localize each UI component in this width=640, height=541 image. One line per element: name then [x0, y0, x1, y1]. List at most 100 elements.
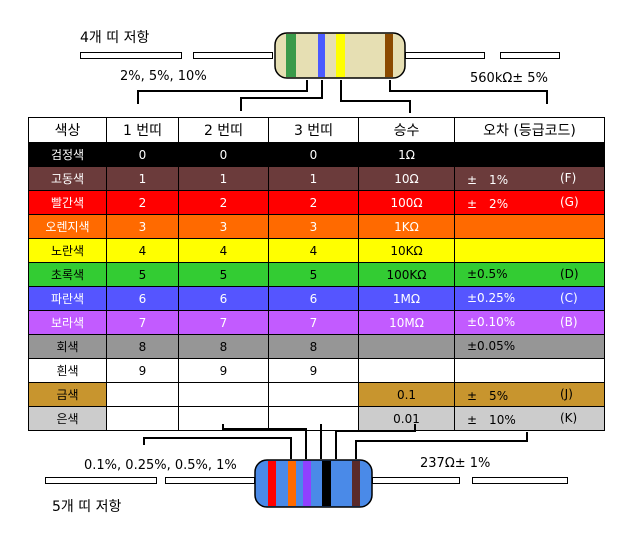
- top-conn-tol-v: [389, 80, 391, 92]
- cell-name: 보라색: [28, 310, 107, 335]
- cell-tolerance: ±0.25% (C): [454, 286, 605, 311]
- tolerance-value: ± 5%: [467, 389, 509, 403]
- bot-conn-4-v2: [414, 424, 416, 432]
- cell-d3: 1: [268, 166, 359, 191]
- tolerance-code: (C): [560, 291, 578, 305]
- header-multiplier: 승수: [358, 117, 455, 143]
- header-band1: 1 번띠: [106, 117, 179, 143]
- cell-mult: 10MΩ: [358, 310, 455, 335]
- cell-name: 고동색: [28, 166, 107, 191]
- tolerance-value: ±0.05%: [467, 339, 516, 353]
- tolerance-value: ± 1%: [467, 173, 509, 187]
- bot-conn-4-h: [335, 430, 415, 432]
- cell-d2: 2: [178, 190, 269, 215]
- bot-conn-4-v: [335, 430, 337, 459]
- cell-mult: [358, 334, 455, 359]
- cell-mult: 100KΩ: [358, 262, 455, 287]
- cell-d3: [268, 382, 359, 407]
- cell-tolerance: ±0.05%: [454, 334, 605, 359]
- tolerance-value: ± 2%: [467, 197, 509, 211]
- cell-d3: [268, 406, 359, 431]
- cell-d2: 6: [178, 286, 269, 311]
- top-right-label: 560kΩ± 5%: [470, 71, 548, 86]
- cell-tolerance: [454, 214, 605, 239]
- bot-conn-5-h: [355, 440, 527, 442]
- cell-tolerance: [454, 142, 605, 167]
- header-band3: 3 번띠: [268, 117, 359, 143]
- top-conn-left-v1: [137, 90, 139, 104]
- cell-d3: 4: [268, 238, 359, 263]
- cell-tolerance: ±0.5%(D): [454, 262, 605, 287]
- top-conn-tol-v2: [546, 90, 548, 104]
- bot-conn-2-h: [222, 428, 306, 430]
- cell-d1: [106, 406, 179, 431]
- bot-conn-1-v2: [290, 437, 292, 459]
- cell-tolerance: ±0.10% (B): [454, 310, 605, 335]
- cell-d2: 8: [178, 334, 269, 359]
- top-conn-right-v: [340, 80, 342, 102]
- cell-d3: 8: [268, 334, 359, 359]
- top-lead-inner-left: [193, 52, 273, 59]
- cell-name: 노란색: [28, 238, 107, 263]
- top-right-lead: [500, 52, 560, 59]
- cell-name: 검정색: [28, 142, 107, 167]
- top-conn-mid-h: [240, 97, 322, 99]
- cell-d1: 6: [106, 286, 179, 311]
- top-resistor: [274, 32, 406, 79]
- cell-d1: 5: [106, 262, 179, 287]
- bot-conn-2-v2: [305, 428, 307, 459]
- header-tolerance: 오차 (등급코드): [454, 117, 605, 143]
- bottom-right-lead: [472, 477, 568, 484]
- bottom-band: [288, 461, 296, 506]
- tolerance-value: ±0.10%: [467, 315, 516, 329]
- top-band: [385, 34, 393, 77]
- tolerance-code: (D): [560, 267, 579, 281]
- cell-d3: 0: [268, 142, 359, 167]
- cell-name: 빨간색: [28, 190, 107, 215]
- cell-d2: 0: [178, 142, 269, 167]
- cell-d1: 2: [106, 190, 179, 215]
- cell-tolerance: [454, 238, 605, 263]
- top-conn-left-v2: [306, 80, 308, 92]
- bottom-resistor-body: [254, 459, 373, 508]
- cell-tolerance: ± 2%(G): [454, 190, 605, 215]
- cell-mult: 10KΩ: [358, 238, 455, 263]
- top-conn-right-v2: [409, 100, 411, 113]
- top-conn-mid-v2: [321, 80, 323, 99]
- tolerance-value: ±0.25%: [467, 291, 516, 305]
- cell-tolerance: ± 10%(K): [454, 406, 605, 431]
- tolerance-value: ± 10%: [467, 413, 516, 427]
- cell-tolerance: ± 1% (F): [454, 166, 605, 191]
- cell-d3: 9: [268, 358, 359, 383]
- bottom-band: [303, 461, 311, 506]
- cell-name: 금색: [28, 382, 107, 407]
- tolerance-code: (J): [560, 387, 573, 401]
- cell-mult: 1MΩ: [358, 286, 455, 311]
- cell-tolerance: [454, 358, 605, 383]
- cell-d1: 1: [106, 166, 179, 191]
- bottom-band: [268, 461, 276, 506]
- cell-name: 흰색: [28, 358, 107, 383]
- cell-mult: 10Ω: [358, 166, 455, 191]
- cell-d3: 3: [268, 214, 359, 239]
- cell-name: 오렌지색: [28, 214, 107, 239]
- top-band: [318, 34, 325, 77]
- cell-d1: 9: [106, 358, 179, 383]
- top-band: [336, 34, 345, 77]
- top-left-lead: [80, 52, 182, 59]
- cell-name: 은색: [28, 406, 107, 431]
- bottom-band: [322, 461, 331, 506]
- bot-conn-5-v: [355, 440, 357, 459]
- tolerance-code: (B): [560, 315, 578, 329]
- cell-name: 초록색: [28, 262, 107, 287]
- tolerance-code: (F): [560, 171, 577, 185]
- bottom-right-label: 237Ω± 1%: [420, 456, 491, 471]
- cell-d1: 7: [106, 310, 179, 335]
